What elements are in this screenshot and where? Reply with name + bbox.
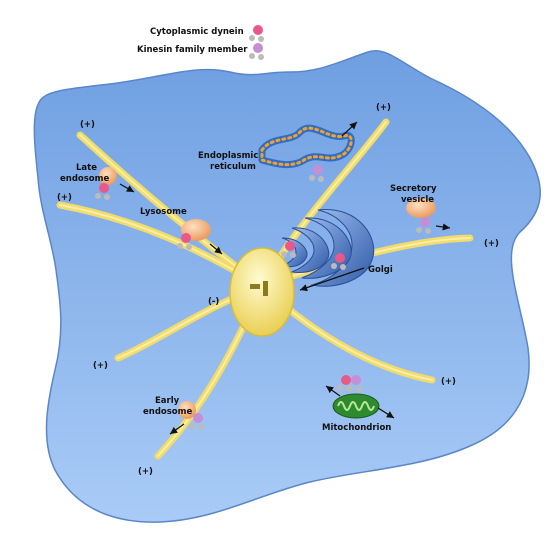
dynein-motor-icon <box>177 233 192 250</box>
legend-dynein-label: Cytoplasmic dynein <box>150 27 244 37</box>
secretory-vesicle <box>406 198 436 218</box>
kinesin-motor-icon <box>416 217 431 234</box>
legend: Cytoplasmic dynein Kinesin family member <box>137 25 264 60</box>
late-endosome-label-line2: endosome <box>60 174 109 184</box>
kinesin-motor-icon <box>249 43 264 60</box>
direction-arrows <box>119 121 451 435</box>
arrow-mito-right <box>377 407 395 419</box>
minus-end-centrosome: (-) <box>208 297 219 307</box>
legend-kinesin-label: Kinesin family member <box>137 45 248 55</box>
er-label-line1: Endoplasmic <box>198 151 258 161</box>
mitochondrion-label: Mitochondrion <box>322 423 391 433</box>
dynein-motor-icon <box>331 253 346 270</box>
arrow-mito-left <box>325 385 341 397</box>
dynein-motor-icon <box>95 183 110 200</box>
plus-end-upper-left: (+) <box>80 120 95 130</box>
polarity-labels: (+) (+) (+) (+) (+) (+) (+) (-) <box>57 103 499 477</box>
plus-end-bottom: (+) <box>138 467 153 477</box>
plus-end-lower-right: (+) <box>441 377 456 387</box>
arrow-golgi <box>299 267 365 292</box>
organelle-labels: Endoplasmic reticulum Late endosome Lyso… <box>60 151 437 433</box>
arrow-early-endosome <box>169 423 185 435</box>
late-endosome-vesicle <box>99 167 117 185</box>
arrow-late-endosome <box>119 183 135 193</box>
motors <box>95 165 431 430</box>
lysosome-label: Lysosome <box>140 207 187 217</box>
centrosome <box>229 247 295 337</box>
late-endosome-label-line1: Late <box>76 163 97 173</box>
early-endosome-label-line2: endosome <box>143 407 192 417</box>
plus-end-top: (+) <box>376 103 391 113</box>
arrow-secretory <box>435 223 451 231</box>
early-endosome-label-line1: Early <box>155 396 180 406</box>
kinesin-motor-icon <box>347 375 362 392</box>
secretory-vesicle-label-line1: Secretory <box>390 184 437 194</box>
secretory-vesicle-label-line2: vesicle <box>401 195 434 205</box>
dynein-motor-icon <box>249 25 264 42</box>
kinesin-motor-icon <box>189 413 204 430</box>
plus-end-left: (+) <box>57 193 72 203</box>
plus-end-lower-left: (+) <box>93 361 108 371</box>
arrow-er <box>341 121 358 137</box>
dynein-motor-icon <box>281 241 296 258</box>
plus-end-right: (+) <box>484 239 499 249</box>
centriole-icon <box>263 281 268 296</box>
centriole-icon <box>250 284 260 289</box>
organelles <box>99 167 436 419</box>
early-endosome-vesicle <box>178 401 196 419</box>
endoplasmic-reticulum <box>258 124 355 169</box>
er-label-line2: reticulum <box>210 162 256 172</box>
kinesin-motor-icon <box>309 165 324 182</box>
arrow-lysosome <box>209 243 223 255</box>
mitochondrion <box>332 393 380 419</box>
golgi-label: Golgi <box>368 265 393 275</box>
